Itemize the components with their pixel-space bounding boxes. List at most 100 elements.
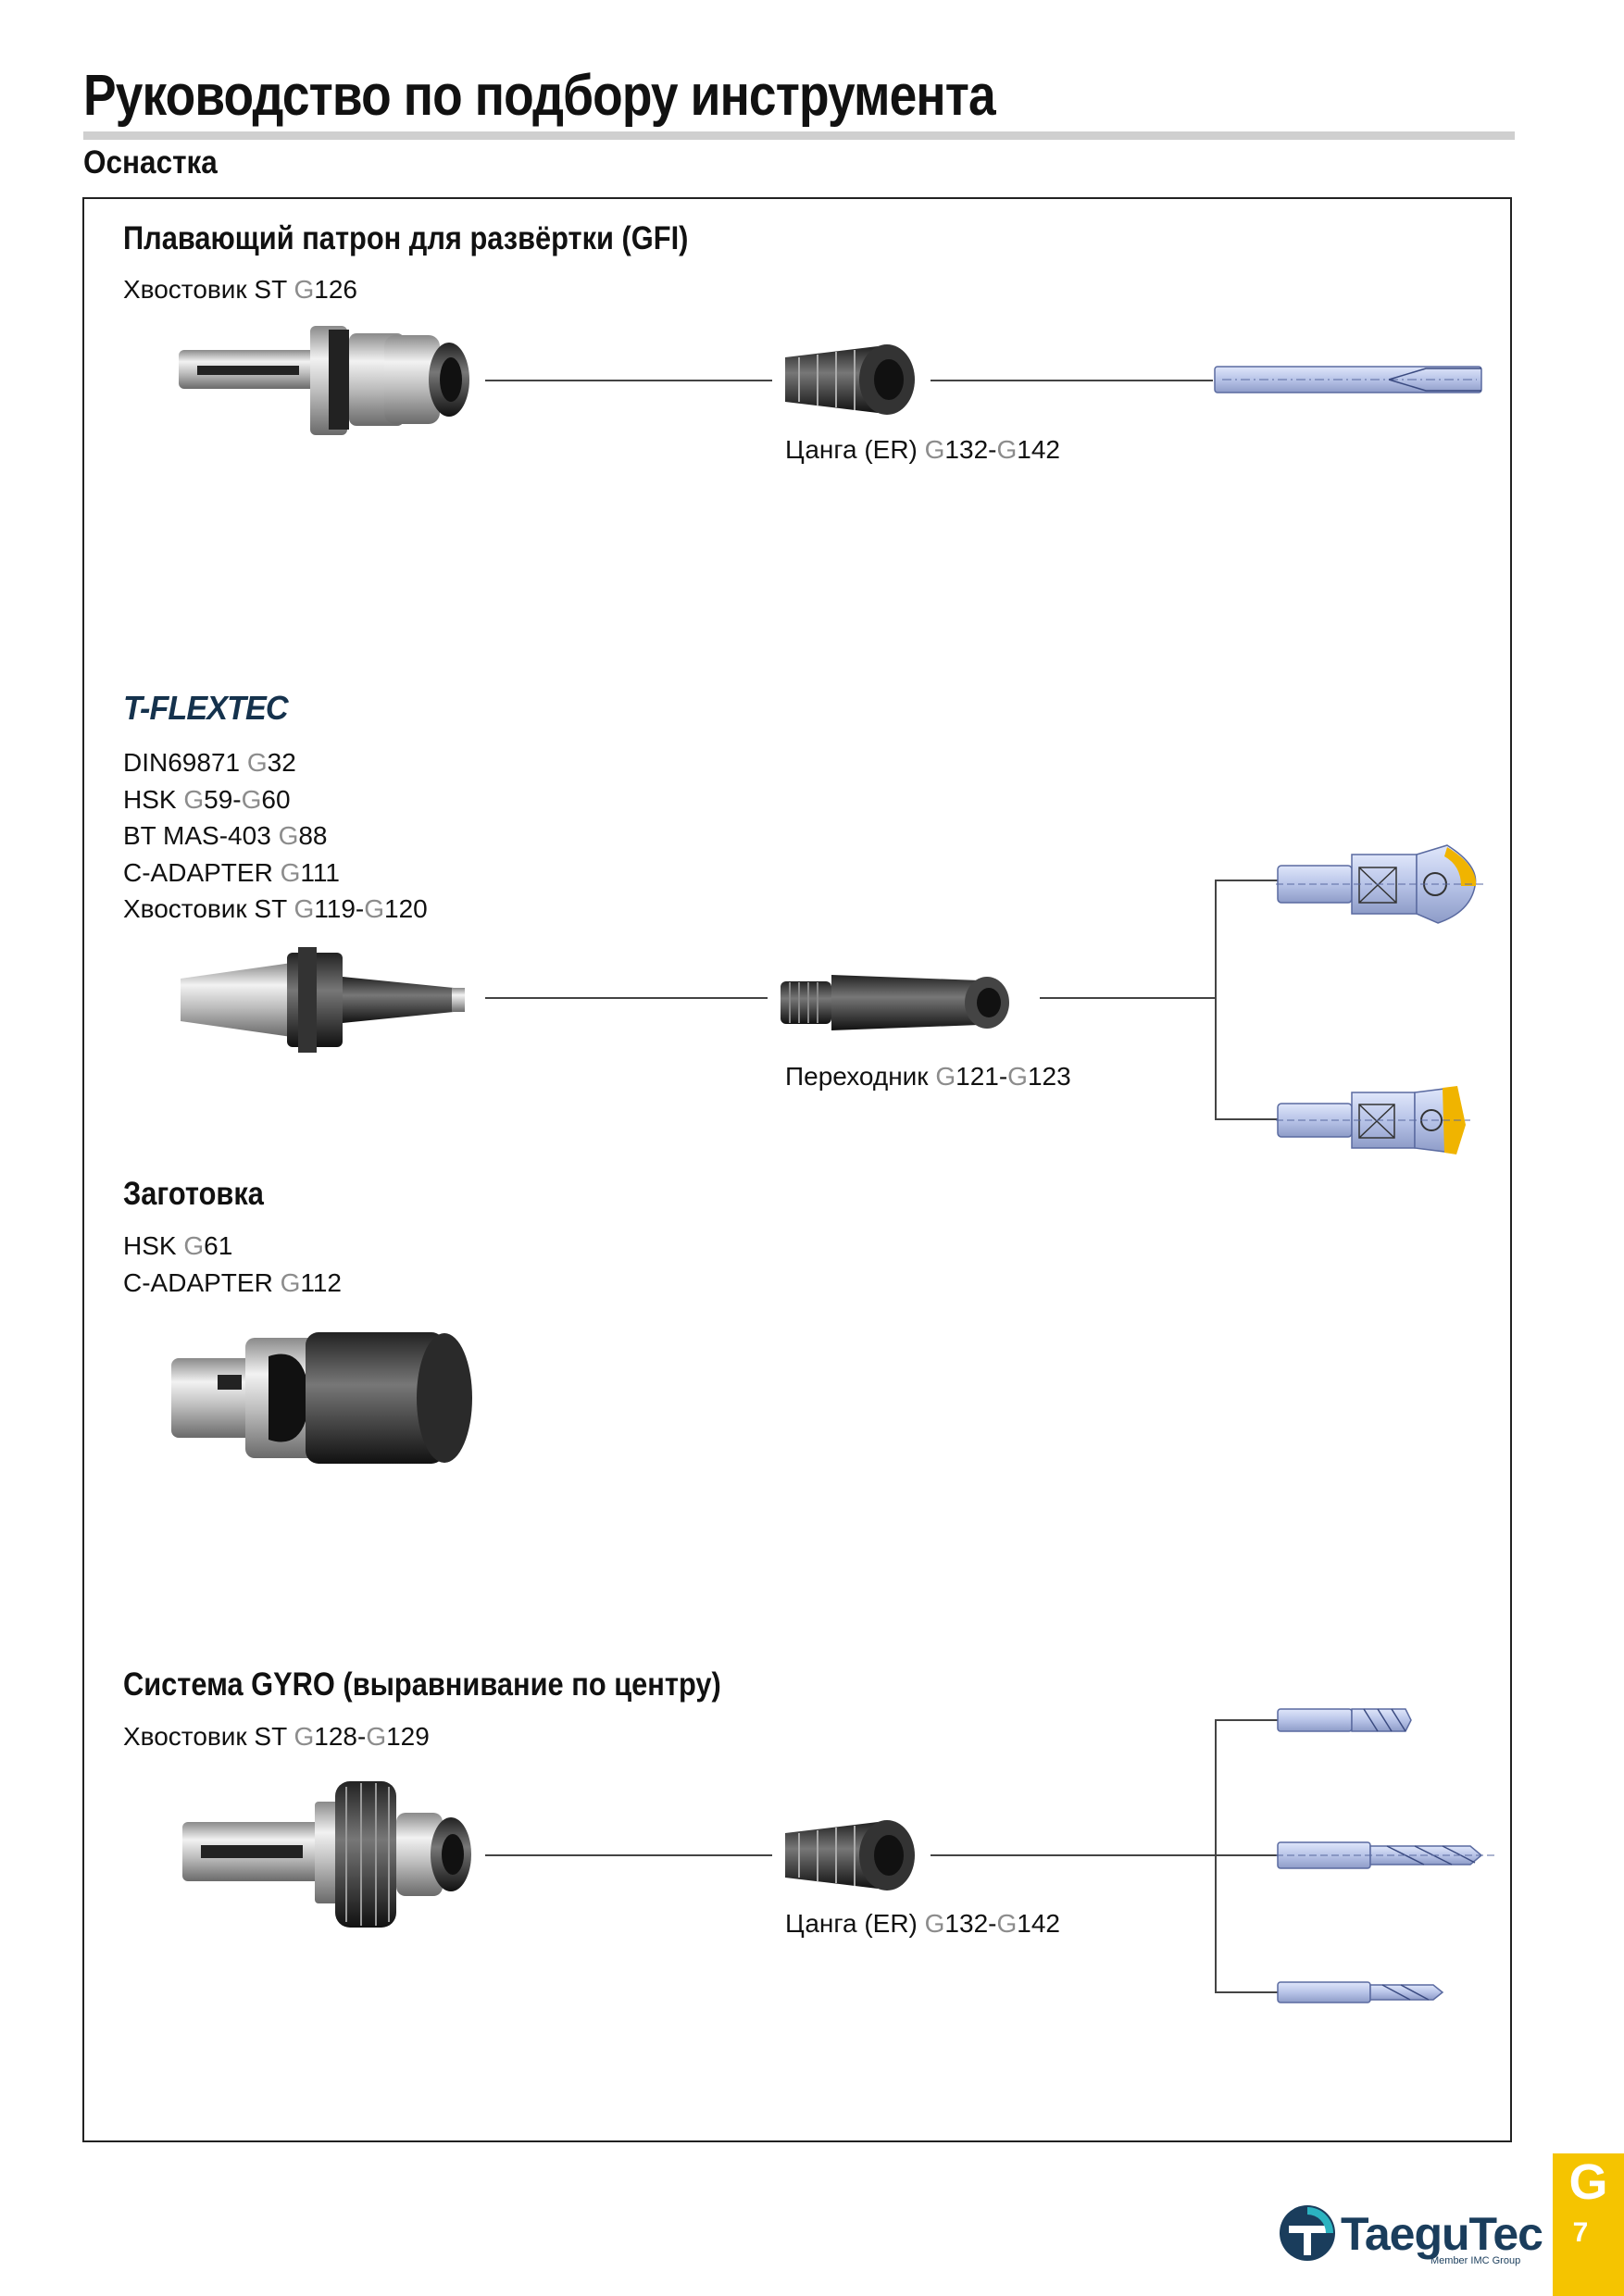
tflextec-ref-line[interactable]: Хвостовик ST G119-G120 — [123, 891, 428, 928]
ref-page: 132- — [944, 1909, 997, 1938]
ref-page: 128- — [314, 1722, 367, 1751]
connector-line — [485, 997, 768, 999]
ref-g: G — [924, 435, 945, 464]
page-subtitle: Оснастка — [83, 144, 218, 181]
ref-text: C-ADAPTER — [123, 857, 281, 887]
connector-line — [931, 380, 1213, 381]
ref-g: G — [924, 1909, 945, 1938]
tflextec-logo: T-FLEXTEC — [123, 689, 289, 727]
ref-page: 123 — [1027, 1062, 1071, 1091]
adapter-image — [781, 975, 1009, 1030]
collet-image — [785, 1820, 915, 1890]
branch-line — [1215, 880, 1280, 881]
gfi-section-title: Плавающий патрон для развёртки (GFI) — [123, 220, 689, 256]
gyro-chuck-image — [182, 1781, 471, 1928]
ref-text: DIN69871 — [123, 748, 247, 777]
brand-subtitle: Member IMC Group — [1430, 2255, 1521, 2266]
caption-text: Цанга (ER) — [785, 1909, 925, 1938]
gyro-collet-caption[interactable]: Цанга (ER) G132-G142 — [785, 1909, 1060, 1939]
gfi-ref-line[interactable]: Хвостовик ST G126 — [123, 271, 357, 308]
ref-text: Хвостовик ST — [123, 894, 294, 923]
ref-g: G — [366, 1722, 387, 1751]
ref-g: G — [183, 1231, 205, 1260]
branch-line — [1215, 1118, 1280, 1120]
ref-text: HSK — [123, 1231, 184, 1260]
section-tab — [1553, 2153, 1624, 2296]
brand-name: TaeguTec — [1341, 2208, 1543, 2260]
ref-page: 61 — [204, 1231, 233, 1260]
title-rule — [83, 131, 1515, 140]
page-number: 7 — [1572, 2217, 1589, 2248]
ref-g: G — [280, 1267, 301, 1297]
ref-text: Хвостовик ST — [123, 275, 294, 304]
tflextec-ref-line[interactable]: C-ADAPTER G111 — [123, 855, 428, 892]
gyro-ref-line[interactable]: Хвостовик ST G128-G129 — [123, 1718, 430, 1755]
ref-g: G — [996, 1909, 1018, 1938]
ref-page: 121- — [956, 1062, 1008, 1091]
branch-line — [1215, 880, 1217, 1120]
gyro-section-title: Система GYRO (выравнивание по центру) — [123, 1666, 721, 1703]
tflextec-ref-line[interactable]: HSK G59-G60 — [123, 781, 428, 818]
ref-g: G — [996, 435, 1018, 464]
taper-holder-image — [181, 947, 465, 1053]
tflextec-ref-list: DIN69871 G32 HSK G59-G60 BT MAS-403 G88 … — [123, 744, 428, 928]
tflextec-ref-line[interactable]: BT MAS-403 G88 — [123, 817, 428, 855]
ref-page: 32 — [267, 748, 296, 777]
caption-text: Переходник — [785, 1062, 936, 1091]
adapter-caption[interactable]: Переходник G121-G123 — [785, 1062, 1071, 1092]
content-frame — [82, 197, 1512, 2142]
ref-g: G — [246, 748, 268, 777]
connector-line — [931, 1854, 1280, 1856]
taegutec-logo-icon — [1280, 2205, 1335, 2261]
ref-g: G — [280, 857, 301, 887]
ref-g: G — [364, 894, 385, 923]
ref-page: 126 — [314, 275, 357, 304]
gfi-collet-caption[interactable]: Цанга (ER) G132-G142 — [785, 435, 1060, 465]
ref-page: 120 — [384, 894, 428, 923]
page-title: Руководство по подбору инструмента — [83, 64, 996, 128]
ref-g: G — [935, 1062, 956, 1091]
ref-g: G — [294, 894, 315, 923]
blank-ref-line[interactable]: C-ADAPTER G112 — [123, 1265, 342, 1302]
ref-page: 111 — [300, 857, 340, 887]
ref-page: 60 — [261, 784, 291, 814]
ref-g: G — [241, 784, 262, 814]
section-tab-letter: G — [1568, 2154, 1608, 2210]
ref-text: BT MAS-403 — [123, 821, 279, 850]
ref-text: HSK — [123, 784, 184, 814]
ref-g: G — [183, 784, 205, 814]
ref-g: G — [294, 275, 315, 304]
tflextec-ref-line[interactable]: DIN69871 G32 — [123, 744, 428, 781]
ref-page: 132- — [944, 435, 997, 464]
end-mill-image — [1277, 1708, 1412, 1732]
branch-line — [1215, 1719, 1217, 1993]
blank-ref-list: HSK G61 C-ADAPTER G112 — [123, 1228, 342, 1301]
connector-line — [485, 380, 772, 381]
blank-section-title: Заготовка — [123, 1176, 264, 1212]
ref-page: 59- — [204, 784, 242, 814]
ref-g: G — [1007, 1062, 1028, 1091]
ref-g: G — [278, 821, 299, 850]
gfi-chuck-image — [179, 326, 469, 435]
ref-page: 142 — [1017, 435, 1060, 464]
ref-text: Хвостовик ST — [123, 1722, 294, 1751]
ref-page: 88 — [298, 821, 328, 850]
blank-holder-image — [171, 1332, 472, 1464]
milling-head-image — [1276, 844, 1484, 924]
branch-line — [1215, 1719, 1280, 1721]
drill-image — [1277, 1981, 1444, 2003]
ref-page: 142 — [1017, 1909, 1060, 1938]
connector-line — [485, 1854, 772, 1856]
ref-g: G — [294, 1722, 315, 1751]
ref-page: 119- — [314, 894, 365, 923]
drill-image — [1276, 1841, 1498, 1869]
branch-line — [1215, 1991, 1280, 1993]
collet-image — [785, 344, 915, 415]
ref-page: 112 — [300, 1267, 342, 1297]
blank-ref-line[interactable]: HSK G61 — [123, 1228, 342, 1265]
milling-head-image — [1276, 1086, 1470, 1154]
reamer-image — [1214, 366, 1482, 393]
caption-text: Цанга (ER) — [785, 435, 925, 464]
ref-text: C-ADAPTER — [123, 1267, 281, 1297]
ref-page: 129 — [386, 1722, 430, 1751]
